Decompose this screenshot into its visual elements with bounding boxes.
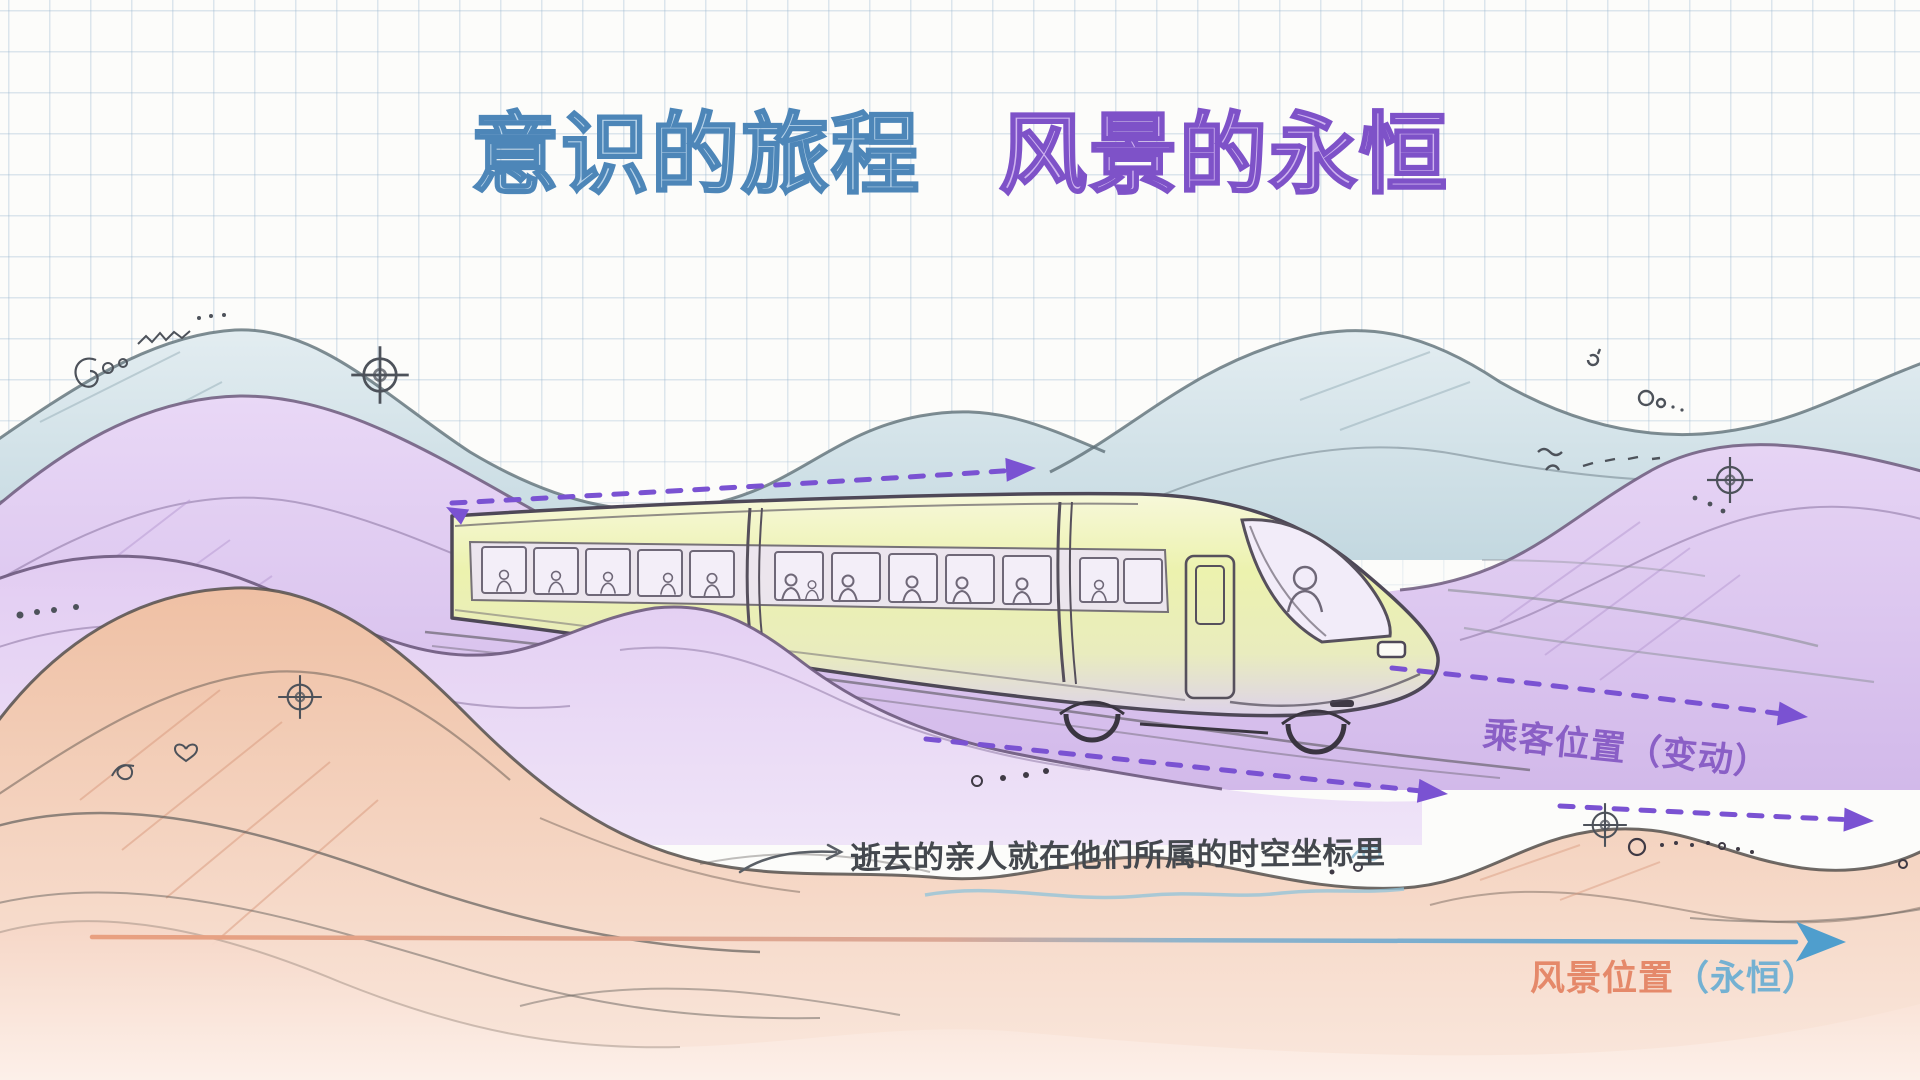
title-part-purple: 风景的永恒: [998, 102, 1450, 208]
dots-trail-icon: [102, 313, 226, 374]
left-ridge-dots: [16, 604, 79, 619]
memory-note-pointer: [738, 843, 844, 874]
timeline-arrowhead: [1795, 921, 1846, 962]
train-illustration: [424, 491, 1875, 779]
page-title: 意识的旅程 风景的永恒: [0, 100, 1920, 210]
train-wheels: [1059, 700, 1351, 755]
spiral-icon: [74, 357, 99, 388]
memory-note-underline: [924, 844, 1405, 900]
nose-dots-trail: [971, 768, 1049, 787]
orange-hills: [0, 586, 1920, 1080]
motion-lines: [1447, 559, 1875, 684]
title-part-blue: 意识的旅程: [470, 102, 921, 208]
decorations: [16, 313, 1908, 869]
right-ridge-marks: [1537, 348, 1726, 514]
dashed-arrow-top: [449, 467, 1021, 506]
scenery-position-label: 风景位置（永恒）: [1530, 950, 1818, 1001]
zigzag-scribble: [137, 330, 191, 345]
train-door: [1184, 554, 1236, 700]
scenery-label-main: 风景位置: [1530, 959, 1675, 999]
memory-note-label: 逝去的亲人就在他们所属的时空坐标里: [849, 835, 1386, 877]
right-bottom-dots: [1627, 837, 1908, 869]
scenery-label-paren: （永恒）: [1674, 959, 1819, 999]
dashed-motion-arrows: [449, 467, 1859, 823]
wave-sketch-lines: [0, 811, 1920, 1020]
driver-figure: [1286, 565, 1324, 613]
dashed-arrow-nose: [1389, 665, 1793, 718]
heart-icon: [111, 743, 199, 781]
dashed-arrow-lower-right: [1557, 803, 1859, 823]
scenery-timeline-arrow: [89, 921, 1846, 962]
headlight: [1376, 640, 1407, 659]
dashed-arrow-lower-left: [923, 736, 1433, 795]
